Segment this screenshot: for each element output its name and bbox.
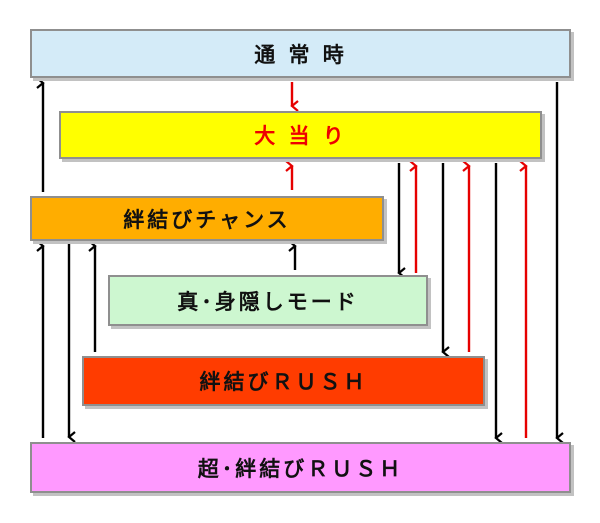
state-normal: 通 常 時 xyxy=(30,29,571,78)
state-kizuna-chance: 絆結びチャンス xyxy=(30,196,384,241)
state-normal-label: 通 常 時 xyxy=(254,42,347,67)
state-kizuna-rush-label: 絆結びＲＵＳＨ xyxy=(199,370,368,394)
state-kizuna-rush: 絆結びＲＵＳＨ xyxy=(82,356,485,406)
state-jackpot: 大 当 り xyxy=(59,111,542,159)
state-super-kizuna-rush: 超･絆結びＲＵＳＨ xyxy=(30,442,571,493)
state-jackpot-label: 大 当 り xyxy=(254,124,347,148)
state-super-kizuna-rush-label: 超･絆結びＲＵＳＨ xyxy=(197,456,404,481)
state-hidden-mode: 真･身隠しモード xyxy=(108,275,428,326)
state-kizuna-chance-label: 絆結びチャンス xyxy=(123,207,291,232)
state-hidden-mode-label: 真･身隠しモード xyxy=(177,289,359,314)
